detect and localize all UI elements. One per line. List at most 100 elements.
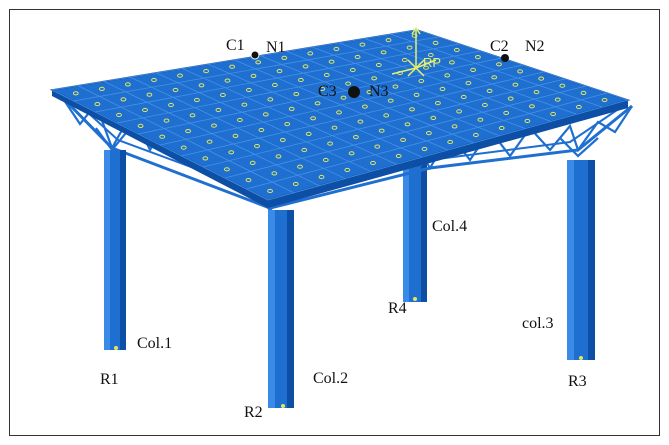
deck-node-marker [345,81,352,86]
deck-node-marker [357,119,364,124]
deck-grid-line [246,92,608,190]
deck-node-marker [305,131,312,136]
deck-node-marker [288,106,295,112]
deck-node-marker [340,95,347,100]
deck-node-marker [255,60,262,65]
column-4 [403,160,427,302]
deck-node-marker [301,147,308,153]
deck-node-marker [302,64,309,69]
deck-node-marker [271,171,278,176]
deck-node-marker [465,81,472,86]
deck-node-marker [310,116,317,121]
deck-node-marker [374,144,381,149]
deck-node-marker [319,86,326,92]
deck-node-marker [241,102,248,107]
deck-node-marker [94,102,101,107]
deck-node-marker [72,91,79,96]
deck-node-marker [447,139,454,145]
node-n2-label: N2 [525,38,545,55]
column-3-label: col.3 [522,315,554,332]
column-2 [268,210,294,408]
deck-node-marker [249,160,256,165]
deck-node-marker [237,117,243,123]
deck-node-marker [432,40,439,46]
deck-node-marker [449,60,455,65]
deck-node-marker [430,115,437,121]
deck-node-marker [524,118,531,124]
support-r2-label: R2 [244,404,263,421]
deck-node-marker [439,86,446,92]
deck-node-marker [426,131,432,136]
column-1 [104,150,126,350]
deck-node-marker [529,104,535,109]
reference-point-icon [391,26,437,77]
deck-node-marker [473,132,479,138]
deck-node-marker [228,150,235,155]
deck-node-marker [137,123,144,129]
deck-node-marker [460,94,467,100]
deck-node-marker [322,157,329,163]
deck-node-marker [359,42,366,47]
deck-node-marker [427,52,434,58]
deck-node-marker [418,78,425,84]
deck-node-marker [297,164,303,169]
deck-grid-line [181,71,544,157]
deck-node-marker [203,69,210,74]
deck-node-marker [245,178,252,183]
deck-node-marker [348,151,355,156]
deck-node-marker [198,83,205,88]
column-1-label: Col.1 [137,335,172,352]
deck-node-marker [349,67,356,73]
deck-node-marker [163,118,170,123]
deck-node-marker [194,97,200,103]
deck-node-marker [125,82,131,87]
deck-node-marker [491,75,498,80]
deck-node-marker [272,82,278,88]
deck-node-marker [279,137,286,143]
deck-node-marker [554,97,561,102]
deck-node-marker [512,82,519,87]
deck-grid [51,29,629,201]
deck-node-marker [456,109,463,114]
deck-node-marker [559,83,566,88]
deck-node-marker [533,90,540,95]
deck-node-marker [327,141,334,146]
deck-node-marker [486,88,493,94]
control-point-c2-marker [501,54,509,62]
deck-node-marker [451,124,458,129]
deck-grid-line [224,85,586,179]
deck-node-marker [331,125,338,130]
deck-node-marker [503,110,510,116]
deck-node-marker [220,92,226,98]
deck-node-marker [180,145,187,150]
control-point-c3-marker [348,86,360,98]
deck-node-marker [413,92,420,98]
deck-node-marker [177,73,183,78]
deck-node-marker [275,154,282,159]
deck-node-marker [206,139,213,144]
deck-node-marker [421,146,428,152]
deck-node-marker [116,112,122,118]
deck-node-marker [151,77,157,83]
deck-node-marker [276,69,283,74]
deck-node-marker [354,54,361,60]
deck-node-marker [401,57,408,63]
deck-node-marker [333,46,340,52]
column-2-label: Col.2 [313,370,348,387]
deck-node-marker [444,73,451,78]
deck-node-markers [72,33,608,194]
deck-node-marker [215,107,222,113]
deck-node-marker [387,98,394,103]
deck-node-marker [496,62,502,67]
deck-node-marker [298,77,304,83]
column-3 [567,160,595,360]
node-n1-label: N1 [266,39,286,56]
support-r3-label: R3 [568,373,587,390]
deck-node-marker [258,127,265,133]
support-r1-label: R1 [100,371,119,388]
control-point-c2-label: C2 [490,38,509,55]
deck-node-marker [477,117,484,122]
column-4-label: Col.4 [432,218,467,235]
deck-node-marker [550,111,556,117]
